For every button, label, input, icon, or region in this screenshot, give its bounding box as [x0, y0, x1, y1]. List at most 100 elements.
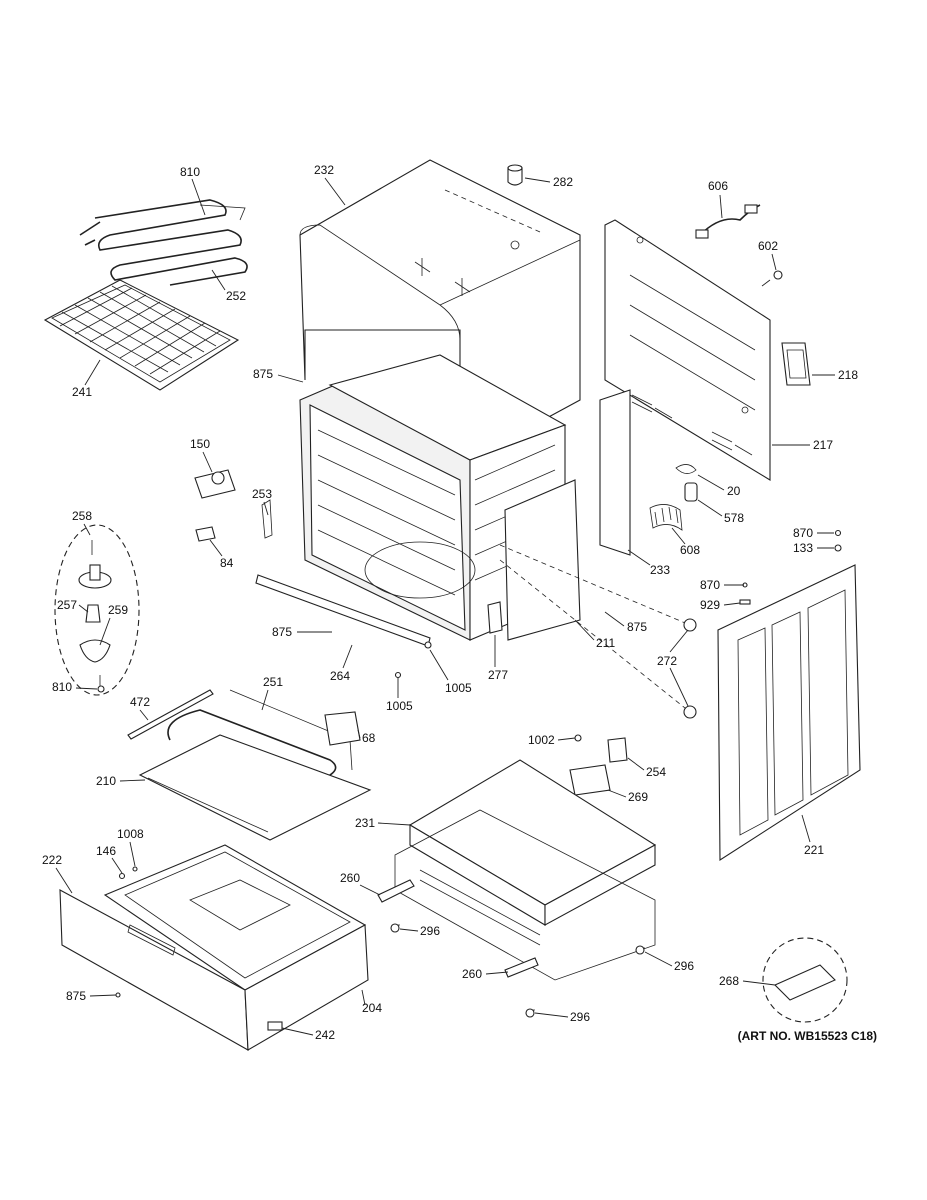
drawer-base-231 [377, 759, 657, 1018]
svg-text:1005: 1005 [445, 681, 472, 695]
callout: 258 [72, 509, 92, 536]
side-panel-211 [504, 479, 581, 641]
svg-text:875: 875 [253, 367, 273, 381]
callout: 242 [281, 1027, 335, 1042]
svg-text:231: 231 [355, 816, 375, 830]
oven-rack [43, 279, 240, 391]
screw-602 [761, 270, 783, 287]
svg-text:251: 251 [263, 675, 283, 689]
callout: 259 [99, 603, 128, 646]
svg-text:268: 268 [719, 974, 739, 988]
callout: 232 [314, 163, 346, 206]
callout: 929 [700, 598, 741, 612]
callout: 875 [253, 367, 304, 383]
callout: 222 [42, 853, 73, 894]
insulation-233 [599, 389, 631, 556]
svg-text:264: 264 [330, 669, 350, 683]
callout: 875 [272, 625, 332, 639]
svg-text:217: 217 [813, 438, 833, 452]
callout: 296 [644, 951, 694, 973]
svg-text:875: 875 [272, 625, 292, 639]
svg-text:258: 258 [72, 509, 92, 523]
callout: 1008 [117, 827, 144, 867]
small-parts [194, 464, 698, 542]
callout: 260 [340, 871, 381, 896]
svg-text:472: 472 [130, 695, 150, 709]
svg-text:810: 810 [52, 680, 72, 694]
svg-text:150: 150 [190, 437, 210, 451]
callout: 257 [57, 598, 89, 613]
lamp-assembly [54, 524, 140, 696]
callout: 146 [96, 844, 123, 874]
callout: 608 [671, 527, 700, 557]
svg-text:20: 20 [727, 484, 741, 498]
svg-text:296: 296 [570, 1010, 590, 1024]
svg-text:146: 146 [96, 844, 116, 858]
callout: 221 [801, 814, 824, 857]
callout: 150 [190, 437, 213, 473]
brackets-254-269 [569, 734, 628, 796]
callout-labels: 810 252 241 232 282 606 602 218 217 875 … [42, 163, 858, 1042]
svg-text:875: 875 [627, 620, 647, 634]
svg-text:218: 218 [838, 368, 858, 382]
callout: 1005 [386, 678, 413, 713]
callout: 578 [697, 499, 744, 525]
svg-text:221: 221 [804, 843, 824, 857]
callout: 1005 [429, 649, 472, 695]
svg-text:260: 260 [340, 871, 360, 885]
callout: 810 [180, 165, 206, 216]
callout: 68 [357, 729, 376, 745]
svg-text:870: 870 [700, 578, 720, 592]
callout: 268 [719, 974, 776, 988]
bake-element [79, 199, 248, 286]
svg-text:929: 929 [700, 598, 720, 612]
svg-text:254: 254 [646, 765, 666, 779]
callout: 296 [534, 1010, 590, 1024]
callout: 272 [657, 629, 689, 707]
callout: 20 [697, 474, 741, 498]
svg-text:1005: 1005 [386, 699, 413, 713]
svg-text:602: 602 [758, 239, 778, 253]
callout: 282 [524, 175, 573, 189]
callout: 277 [488, 635, 508, 682]
callout: 204 [361, 989, 382, 1015]
svg-text:608: 608 [680, 543, 700, 557]
svg-text:296: 296 [420, 924, 440, 938]
drawer-bracket-268 [762, 937, 848, 1023]
svg-text:259: 259 [108, 603, 128, 617]
svg-text:68: 68 [362, 731, 376, 745]
callout: 875 [604, 611, 647, 634]
svg-text:282: 282 [553, 175, 573, 189]
callout: 233 [627, 549, 670, 577]
callout: 264 [330, 644, 353, 683]
svg-text:210: 210 [96, 774, 116, 788]
callout: 231 [355, 816, 411, 830]
svg-text:222: 222 [42, 853, 62, 867]
callout: 133 [793, 541, 834, 555]
callout: 253 [252, 487, 272, 516]
svg-text:606: 606 [708, 179, 728, 193]
svg-text:1002: 1002 [528, 733, 555, 747]
svg-text:233: 233 [650, 563, 670, 577]
callout: 218 [812, 368, 858, 382]
svg-text:242: 242 [315, 1028, 335, 1042]
callout: 260 [462, 967, 509, 981]
svg-text:1008: 1008 [117, 827, 144, 841]
callout: 217 [772, 438, 833, 452]
callout: 252 [211, 269, 246, 303]
svg-text:253: 253 [252, 487, 272, 501]
svg-text:272: 272 [657, 654, 677, 668]
hinge-277 [487, 601, 503, 634]
svg-text:269: 269 [628, 790, 648, 804]
svg-text:810: 810 [180, 165, 200, 179]
wire-harness [695, 204, 761, 239]
callout: 269 [607, 789, 648, 804]
callout: 211 [574, 619, 615, 650]
callout: 84 [209, 539, 234, 570]
warming-drawer [59, 844, 369, 1051]
callout: 875 [66, 989, 117, 1003]
callout: 810 [52, 680, 98, 694]
svg-text:211: 211 [596, 636, 615, 650]
svg-text:252: 252 [226, 289, 246, 303]
